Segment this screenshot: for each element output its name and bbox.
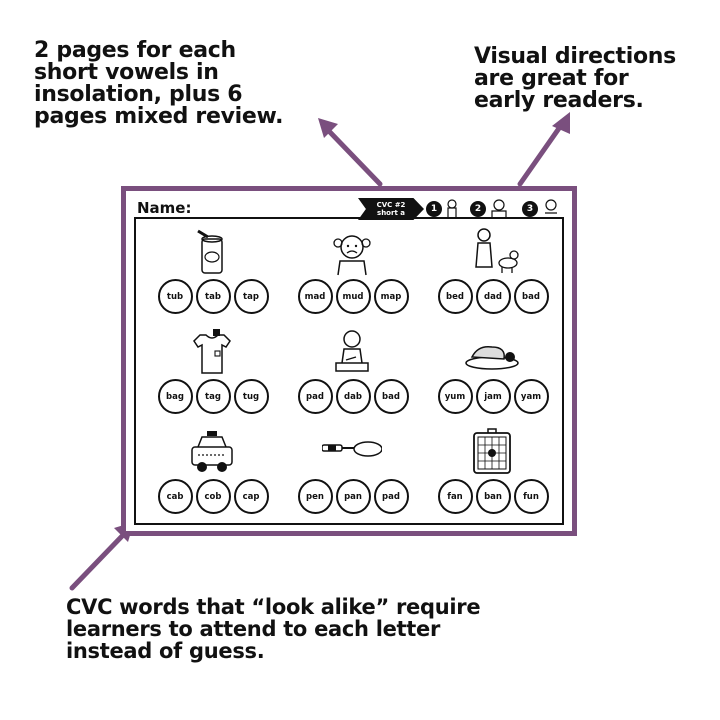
word-choice[interactable]: bag <box>157 379 193 414</box>
word-choice[interactable]: bad <box>373 379 409 414</box>
word-choice[interactable]: dab <box>335 379 371 414</box>
word-choice[interactable]: yum <box>437 379 473 414</box>
word-choices: fan ban fun <box>426 479 560 514</box>
word-choice[interactable]: map <box>373 279 409 314</box>
item-cell: yum jam yam <box>422 323 562 423</box>
step-2: 2 <box>470 199 509 219</box>
item-cell: mad mud map <box>282 223 422 323</box>
look-icon <box>447 199 457 219</box>
color-icon <box>543 199 559 219</box>
arrowhead-top-right <box>552 112 570 134</box>
word-choice[interactable]: pad <box>373 479 409 514</box>
word-choice[interactable]: bad <box>513 279 549 314</box>
level-banner: CVC #2 short a <box>358 198 424 220</box>
worksheet-frame: Name: CVC #2 short a 1 2 3 tub tab tap <box>121 186 577 536</box>
soda-can-icon <box>197 229 223 274</box>
boy-writing-icon <box>335 330 369 372</box>
box-fan-icon <box>473 428 511 474</box>
ham-plate-icon <box>465 345 519 370</box>
arrowhead-top-left <box>318 118 338 138</box>
arrow-top-right <box>517 121 565 187</box>
word-choice[interactable]: dad <box>475 279 511 314</box>
word-choices: yum jam yam <box>426 379 560 414</box>
step-1: 1 <box>426 199 459 219</box>
callout-top-right: Visual directions are great for early re… <box>474 44 676 113</box>
callout-top-left: 2 pages for each short vowels in insolat… <box>34 38 284 129</box>
shirt-tag-icon <box>193 329 231 374</box>
word-choice[interactable]: yam <box>513 379 549 414</box>
word-choices: tub tab tap <box>146 279 280 314</box>
sad-girl-icon <box>333 235 371 276</box>
word-choice[interactable]: tab <box>195 279 231 314</box>
item-cell: pen pan pad <box>282 423 422 523</box>
frying-pan-icon <box>322 441 382 457</box>
word-choices: bed dad bad <box>426 279 560 314</box>
arrow-bottom <box>69 529 129 591</box>
word-choices: mad mud map <box>286 279 420 314</box>
word-choices: bag tag tug <box>146 379 280 414</box>
step-3: 3 <box>522 199 561 219</box>
step-1-number: 1 <box>426 201 442 217</box>
word-choice[interactable]: ban <box>475 479 511 514</box>
taxi-cab-icon <box>191 431 233 472</box>
word-choice[interactable]: pad <box>297 379 333 414</box>
item-cell: pad dab bad <box>282 323 422 423</box>
item-cell: tub tab tap <box>142 223 282 323</box>
item-cell: bag tag tug <box>142 323 282 423</box>
item-cell: bed dad bad <box>422 223 562 323</box>
arrow-top-left <box>323 125 383 187</box>
word-choice[interactable]: cob <box>195 479 231 514</box>
read-icon <box>491 199 507 218</box>
word-choice[interactable]: pan <box>335 479 371 514</box>
level-banner-text: CVC #2 short a <box>376 201 406 217</box>
word-choice[interactable]: mud <box>335 279 371 314</box>
word-choice[interactable]: tub <box>157 279 193 314</box>
item-cell: cab cob cap <box>142 423 282 523</box>
item-cell: fan ban fun <box>422 423 562 523</box>
word-choice[interactable]: mad <box>297 279 333 314</box>
word-choice[interactable]: tug <box>233 379 269 414</box>
word-choice[interactable]: fan <box>437 479 473 514</box>
word-choice[interactable]: fun <box>513 479 549 514</box>
word-choice[interactable]: bed <box>437 279 473 314</box>
word-choices: pad dab bad <box>286 379 420 414</box>
word-choice[interactable]: cap <box>233 479 269 514</box>
callout-bottom: CVC words that “look alike” require lear… <box>66 595 481 663</box>
worksheet-grid: tub tab tap mad mud map <box>134 217 564 525</box>
word-choice[interactable]: cab <box>157 479 193 514</box>
word-choice[interactable]: pen <box>297 479 333 514</box>
step-3-number: 3 <box>522 201 538 217</box>
word-choices: cab cob cap <box>146 479 280 514</box>
dad-and-dog-icon <box>475 228 519 273</box>
word-choices: pen pan pad <box>286 479 420 514</box>
word-choice[interactable]: jam <box>475 379 511 414</box>
name-label: Name: <box>137 199 192 217</box>
word-choice[interactable]: tag <box>195 379 231 414</box>
step-2-number: 2 <box>470 201 486 217</box>
word-choice[interactable]: tap <box>233 279 269 314</box>
